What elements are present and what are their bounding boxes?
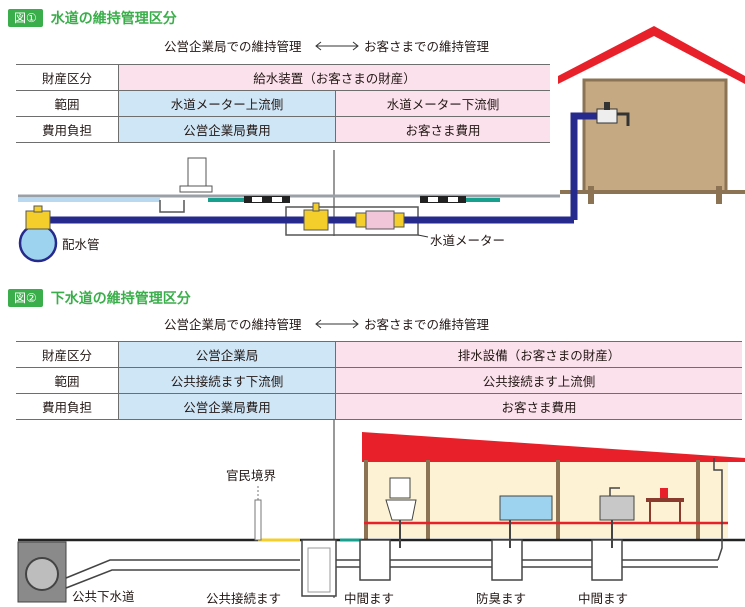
distribution-main-label: 配水管 [62, 237, 100, 252]
fig2-title: 下水道の維持管理区分 [50, 291, 191, 307]
dining-table-icon [646, 488, 684, 522]
downspout-icon [713, 458, 723, 561]
row-header: 財産区分 [16, 341, 119, 368]
fig2-left-caption: 公営企業局での維持管理 [164, 317, 302, 332]
boundary-label: 官民境界 [226, 468, 277, 483]
row-header: 財産区分 [16, 64, 119, 91]
sewer-lateral [65, 559, 300, 579]
table-cell: 公営企業局費用 [118, 393, 336, 420]
row-header: 範囲 [16, 90, 119, 117]
table-cell: 水道メーター下流側 [335, 90, 550, 117]
table-cell: 給水装置（お客さまの財産） [118, 64, 550, 91]
fig1-left-caption: 公営企業局での維持管理 [164, 39, 302, 54]
fig2-table: 財産区分 公営企業局 排水設備（お客さまの財産） 範囲 公共接続ます下流側 公共… [16, 341, 742, 420]
fig2-label: 図② 下水道の維持管理区分 [8, 288, 191, 308]
row-header: 費用負担 [16, 393, 119, 420]
house-icon [558, 26, 745, 204]
mid-box-2-icon [591, 539, 623, 581]
water-meter-icon [355, 210, 405, 230]
table-row: 財産区分 給水装置（お客さまの財産） [16, 64, 550, 91]
fig1-table: 財産区分 給水装置（お客さまの財産） 範囲 水道メーター上流側 水道メーター下流… [16, 64, 550, 143]
roof-icon [362, 432, 745, 462]
table-row: 範囲 水道メーター上流側 水道メーター下流側 [16, 90, 550, 117]
meter-leader-line [417, 234, 429, 238]
sewer-main-icon [17, 541, 67, 603]
fig1-title: 水道の維持管理区分 [50, 11, 177, 27]
table-row: 費用負担 公営企業局費用 お客さま費用 [16, 393, 742, 420]
public-box-icon [301, 539, 337, 597]
bathtub-icon [499, 495, 553, 548]
stop-valve-icon [303, 202, 329, 231]
fig1-badge: 図① [8, 9, 43, 27]
fig2-right-caption: お客さまでの維持管理 [364, 317, 490, 332]
table-cell: お客さま費用 [335, 116, 550, 143]
fig1-diagram [18, 26, 745, 263]
water-meter-label: 水道メーター [430, 233, 506, 248]
table-cell: お客さま費用 [335, 393, 742, 420]
odor-box-icon [491, 539, 523, 581]
table-cell: 公営企業局費用 [118, 116, 336, 143]
mid-box-1-icon [359, 539, 391, 581]
table-row: 費用負担 公営企業局費用 お客さま費用 [16, 116, 550, 143]
sewer-label: 公共下水道 [72, 589, 135, 604]
faucet-icon [596, 102, 630, 126]
fig1-split-arrow [315, 41, 359, 51]
row-header: 範囲 [16, 367, 119, 394]
row-header: 費用負担 [16, 116, 119, 143]
fig1-right-caption: お客さまでの維持管理 [364, 39, 490, 54]
table-cell: 水道メーター上流側 [118, 90, 336, 117]
table-row: 財産区分 公営企業局 排水設備（お客さまの財産） [16, 341, 742, 368]
valve-box-icon [159, 157, 213, 213]
public-box-label: 公共接続ます [206, 591, 282, 606]
fig2-badge: 図② [8, 289, 43, 307]
toilet-icon [385, 477, 417, 548]
mid-box-2-label: 中間ます [578, 591, 629, 606]
table-cell: 公営企業局 [118, 341, 336, 368]
table-cell: 排水設備（お客さまの財産） [335, 341, 742, 368]
valve-icon [25, 205, 51, 230]
odor-box-label: 防臭ます [476, 591, 527, 606]
kitchen-sink-icon [599, 487, 635, 548]
fig2-split-arrow [315, 319, 359, 329]
mid-box-1-label: 中間ます [344, 591, 395, 606]
fig1-label: 図① 水道の維持管理区分 [8, 8, 177, 28]
